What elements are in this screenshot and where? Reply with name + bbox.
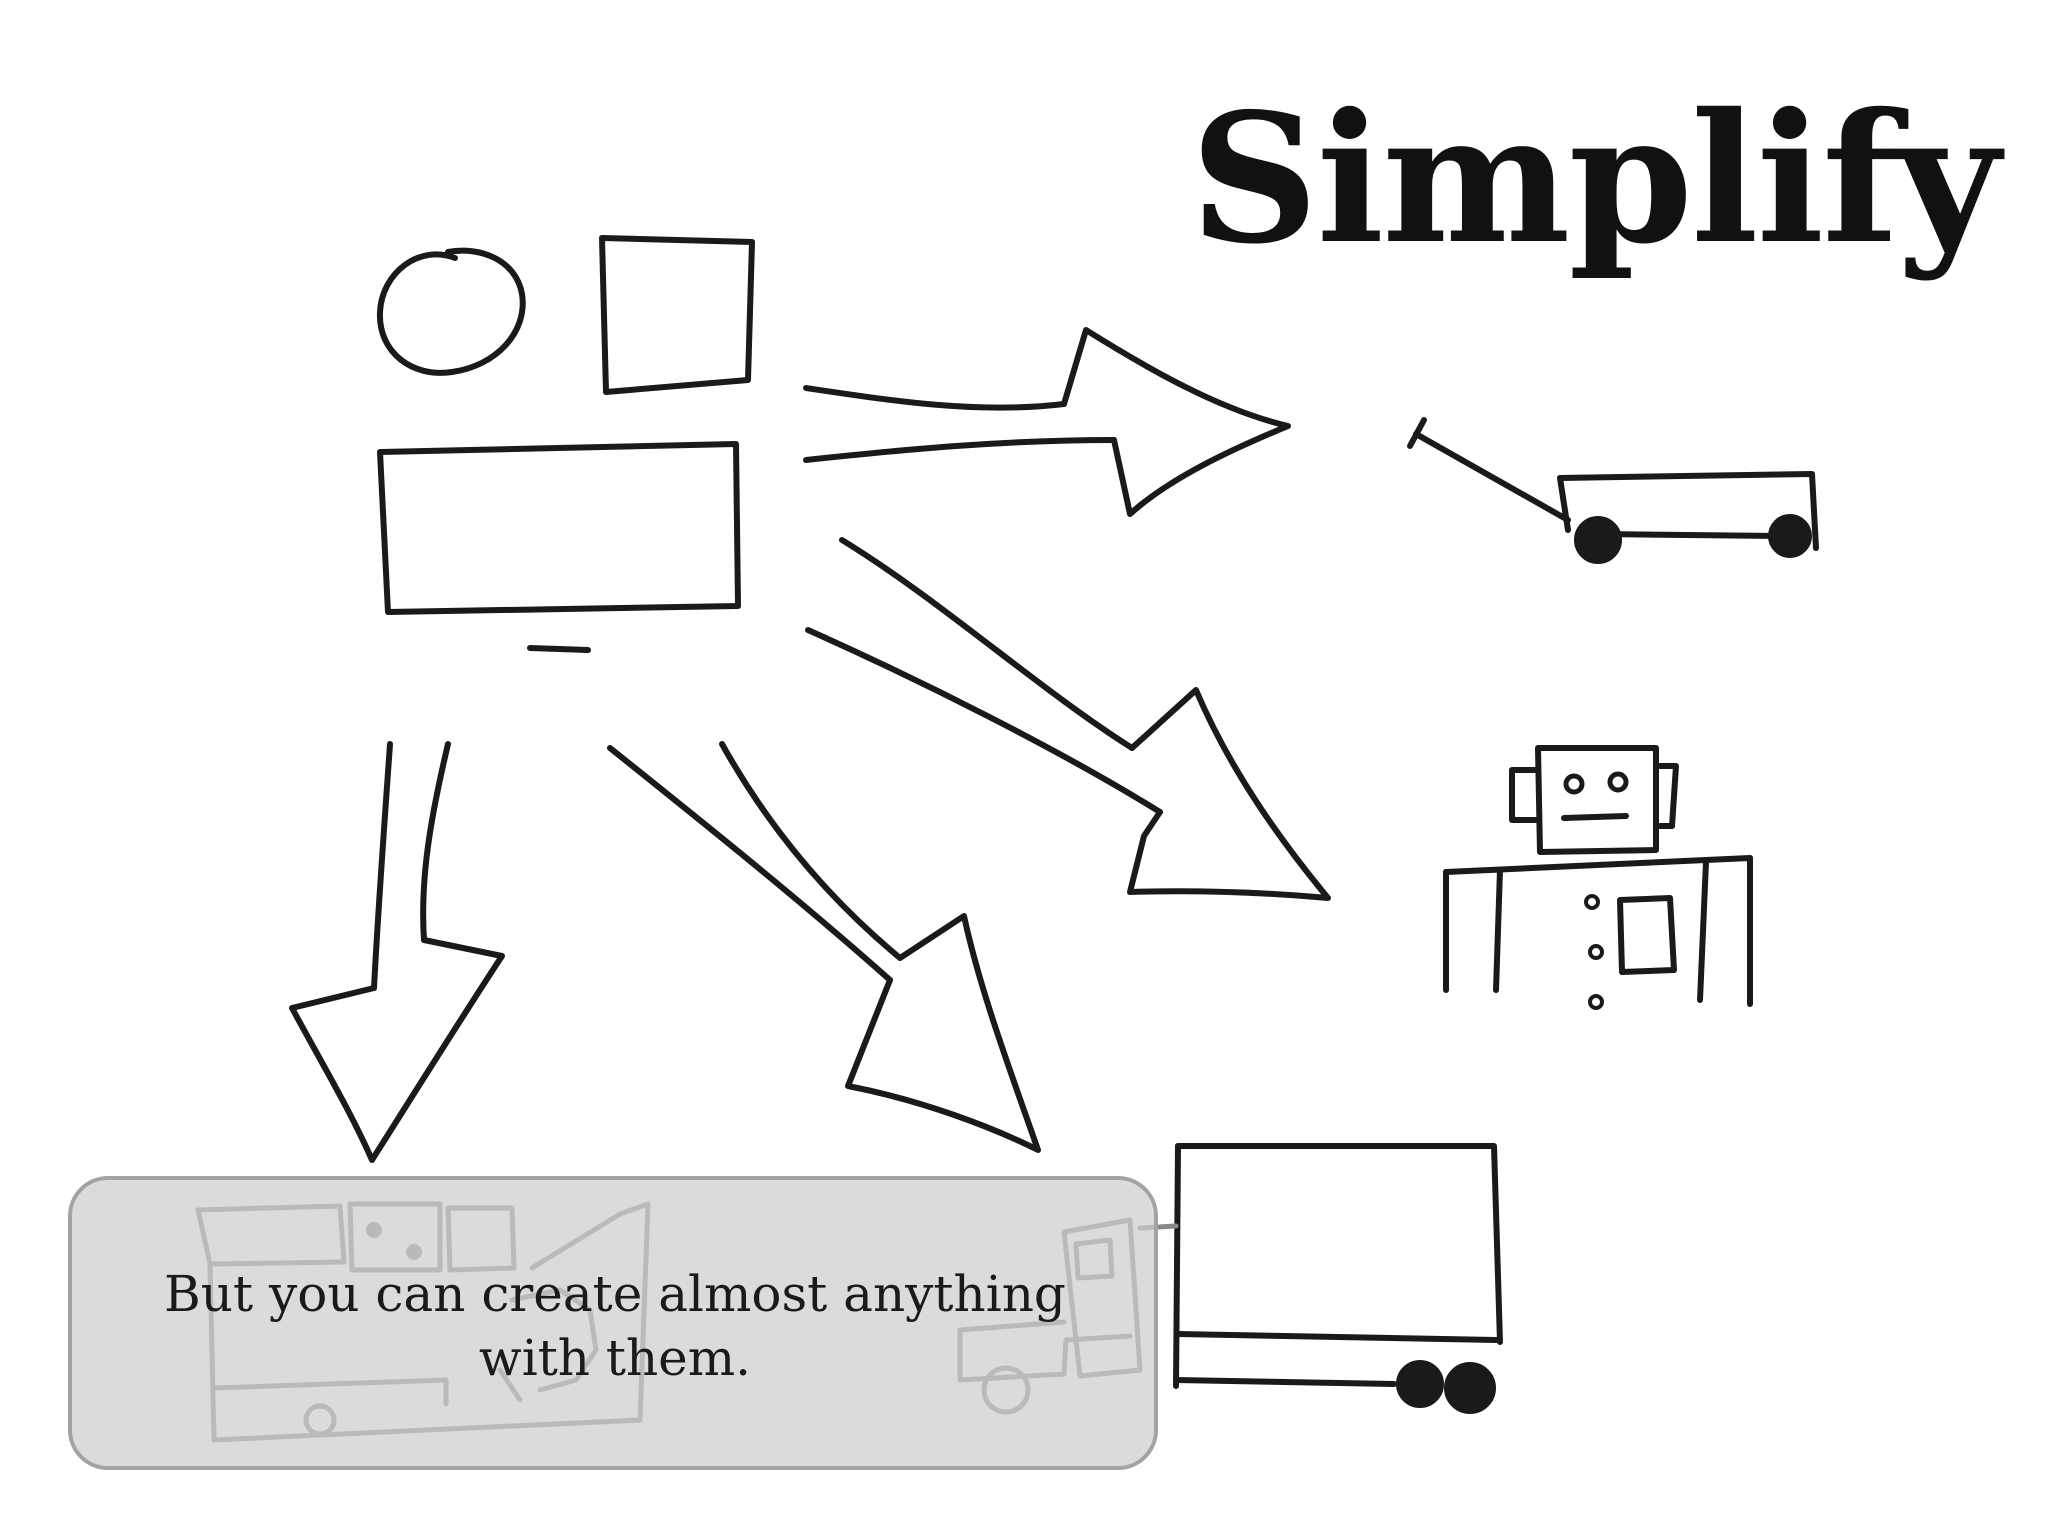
arrow-to-truck (607, 741, 1041, 1153)
circle-shape (376, 247, 526, 376)
rectangle-shape (377, 441, 741, 615)
caption-box (68, 1176, 1158, 1470)
arrow-to-robot (805, 537, 1331, 901)
arrow-to-kitchen (289, 741, 505, 1163)
basic-shapes (376, 235, 755, 653)
slide-title: Simplify (1190, 74, 2000, 283)
caption-text: But you can create almost anything with … (164, 1265, 1066, 1387)
short-line-shape (527, 645, 591, 653)
robot-drawing (1443, 745, 1753, 1010)
square-shape (599, 235, 755, 395)
arrow-to-wagon (803, 327, 1291, 517)
wagon-drawing (1407, 417, 1819, 564)
